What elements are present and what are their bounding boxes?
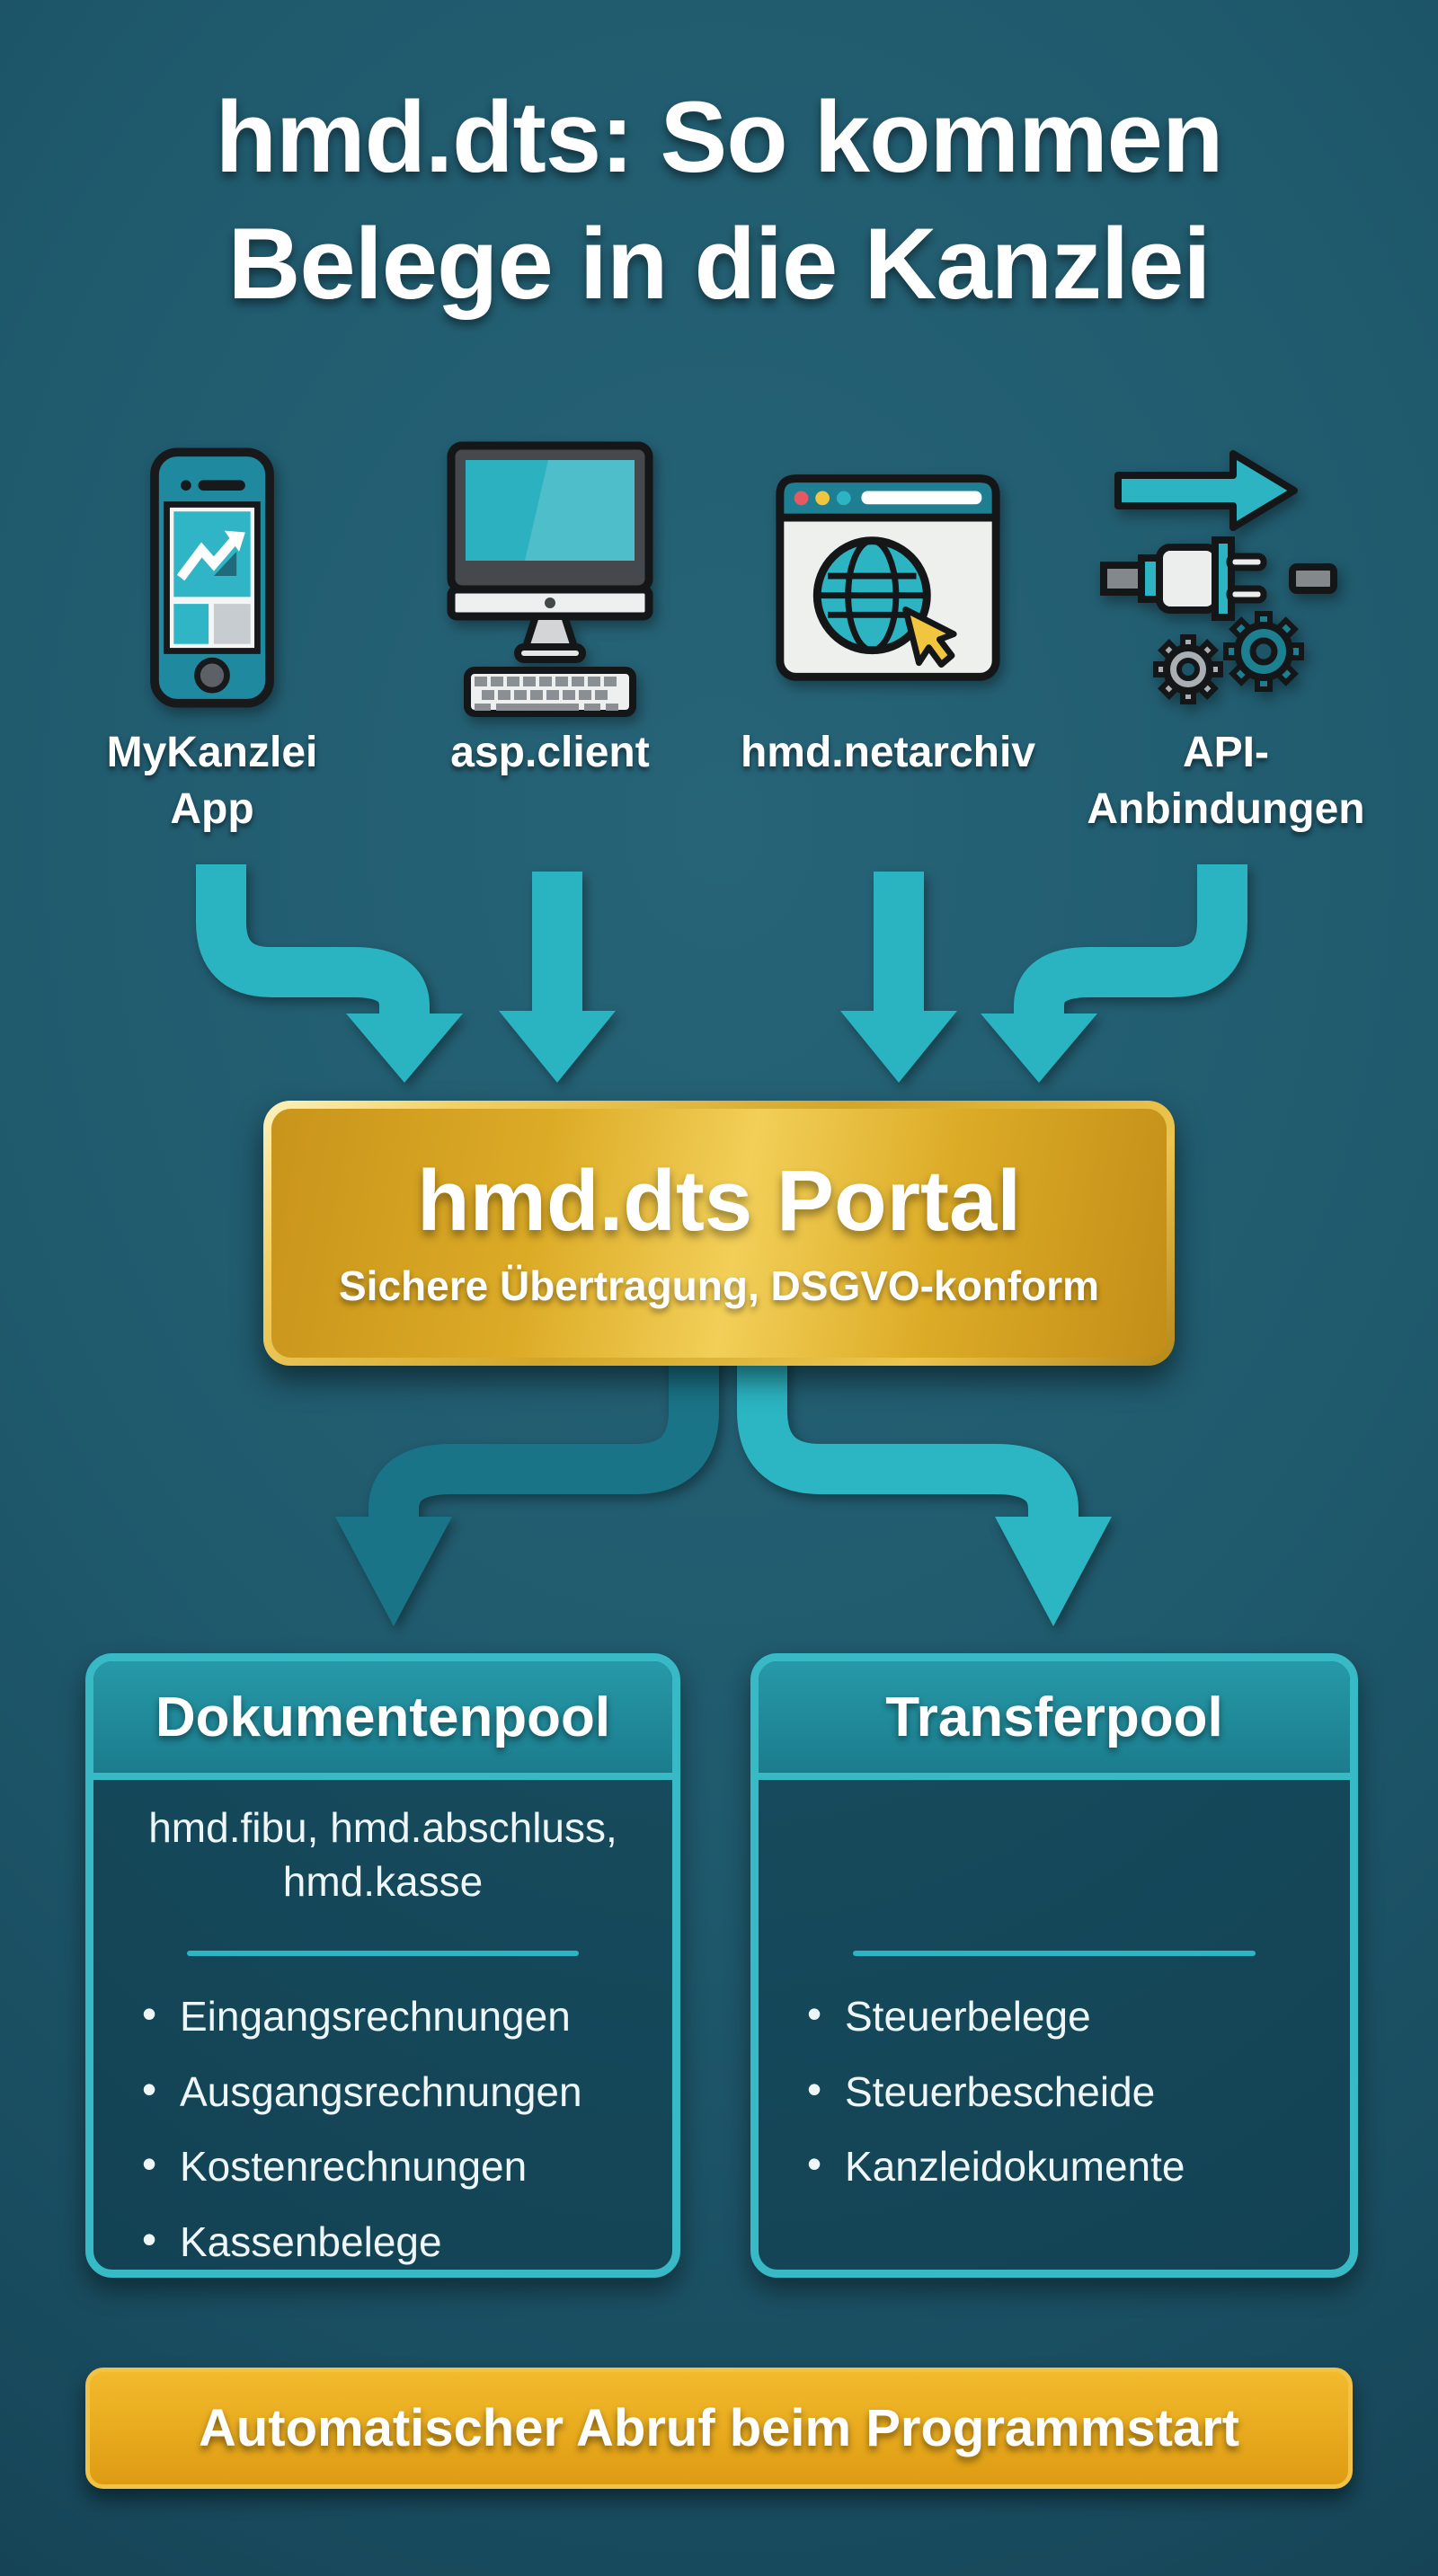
source-label: hmd.netarchiv — [740, 729, 1036, 776]
divider-line — [853, 1951, 1256, 1956]
source-label: asp.client — [450, 729, 650, 776]
list-item: Kassenbelege — [138, 2217, 635, 2266]
arrowhead — [499, 1011, 616, 1083]
list-item: Ausgangsrechnungen — [138, 2067, 635, 2116]
arrow-from-aspclient — [532, 872, 582, 1015]
transferpool-list: Steuerbelege Steuerbescheide Kanzleidoku… — [796, 1991, 1312, 2191]
source-api-anbindungen: API- Anbindungen — [1057, 442, 1395, 838]
arrow-to-dokumentenpool — [368, 1357, 719, 1520]
desktop-computer-icon — [447, 441, 653, 717]
list-item: Steuerbescheide — [803, 2067, 1312, 2116]
transferpool-spacer — [796, 1801, 1312, 1933]
source-asp-client: asp.client — [381, 441, 719, 838]
list-item: Eingangsrechnungen — [138, 1991, 635, 2040]
browser-globe-icon — [776, 474, 1000, 681]
dokumentenpool-box: Dokumentenpool hmd.fibu, hmd.abschluss, … — [85, 1653, 680, 2278]
portal-title: hmd.dts Portal — [416, 1153, 1022, 1250]
portal-subtitle: Sichere Übertragung, DSGVO-konform — [338, 1261, 1099, 1309]
list-item: Kostenrechnungen — [138, 2141, 635, 2191]
source-hmd-netarchiv: hmd.netarchiv — [719, 442, 1057, 838]
list-item: Steuerbelege — [803, 1991, 1312, 2040]
arrowhead — [995, 1517, 1112, 1626]
source-mykanzlei-app: MyKanzlei App — [43, 442, 381, 838]
dokumentenpool-list: Eingangsrechnungen Ausgangsrechnungen Ko… — [131, 1991, 635, 2266]
dokumentenpool-header: Dokumentenpool — [93, 1661, 672, 1780]
arrowhead — [981, 1014, 1097, 1083]
list-item: Kanzleidokumente — [803, 2141, 1312, 2191]
arrows-sources-to-portal — [0, 863, 1438, 1096]
arrowhead — [335, 1517, 452, 1626]
transferpool-box: Transferpool Steuerbelege Steuerbescheid… — [750, 1653, 1358, 2278]
arrowhead — [346, 1014, 463, 1083]
dokumentenpool-programs: hmd.fibu, hmd.abschluss, hmd.kasse — [148, 1804, 617, 1905]
portal-box: hmd.dts Portal Sichere Übertragung, DSGV… — [263, 1101, 1175, 1366]
source-label: MyKanzlei App — [106, 729, 318, 834]
transferpool-header: Transferpool — [759, 1661, 1350, 1780]
divider-line — [186, 1951, 580, 1956]
smartphone-icon — [150, 447, 274, 708]
footer-banner: Automatischer Abruf beim Programmstart — [85, 2368, 1353, 2489]
arrow-to-transferpool — [737, 1357, 1078, 1520]
arrow-from-mykanzlei — [196, 864, 430, 1017]
api-plug-icon — [1100, 450, 1337, 704]
source-label: API- Anbindungen — [1087, 729, 1365, 834]
arrow-from-netarchiv — [874, 872, 924, 1015]
arrow-from-api — [1014, 864, 1247, 1017]
source-channels-row: MyKanzlei App — [0, 441, 1438, 838]
footer-label: Automatischer Abruf beim Programmstart — [198, 2399, 1240, 2457]
page-title: hmd.dts: So kommen Belege in die Kanzlei — [0, 74, 1438, 327]
page-title-line1: hmd.dts: So kommen — [215, 81, 1224, 193]
arrows-portal-to-pools — [0, 1357, 1438, 1644]
arrowhead — [840, 1011, 957, 1083]
page-title-line2: Belege in die Kanzlei — [227, 208, 1211, 321]
